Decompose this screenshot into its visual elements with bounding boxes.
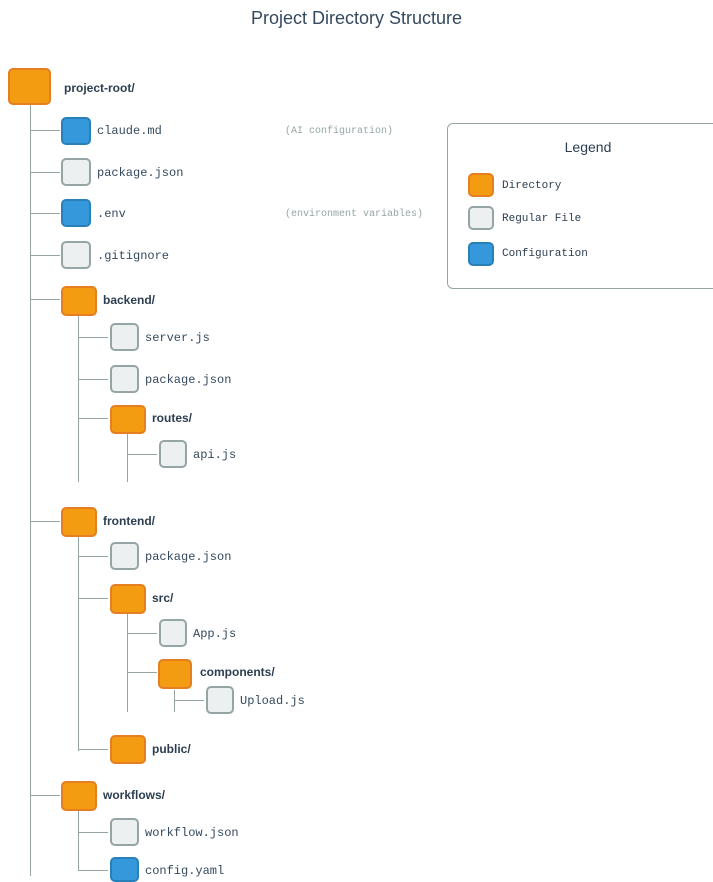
tree-label-backend[interactable]: backend/: [103, 293, 156, 307]
legend-label-configuration: Configuration: [502, 248, 588, 260]
tree-connector: [30, 299, 60, 300]
tree-connector: [127, 614, 128, 712]
file-icon[interactable]: [110, 542, 139, 570]
tree-label-project-root[interactable]: project-root/: [64, 81, 135, 95]
tree-label-app-js[interactable]: App.js: [193, 627, 237, 641]
config-file-icon[interactable]: [61, 199, 91, 227]
tree-label-server-js[interactable]: server.js: [145, 331, 210, 345]
tree-connector: [174, 700, 204, 701]
tree-label-frontend[interactable]: frontend/: [103, 514, 155, 528]
tree-connector: [78, 316, 79, 482]
tree-connector: [78, 379, 108, 380]
tree-label-backend-package-json[interactable]: package.json: [145, 373, 232, 387]
legend-label-regular-file: Regular File: [502, 213, 582, 225]
folder-icon[interactable]: [8, 68, 51, 105]
tree-connector: [30, 521, 60, 522]
file-icon[interactable]: [110, 323, 139, 351]
diagram-title: Project Directory Structure: [250, 8, 463, 28]
file-icon[interactable]: [61, 241, 91, 269]
tree-label-config-yaml[interactable]: config.yaml: [145, 864, 225, 878]
tree-label-workflow-json[interactable]: workflow.json: [145, 826, 239, 840]
tree-connector: [78, 870, 108, 871]
tree-connector: [78, 811, 79, 871]
tree-connector: [174, 690, 175, 712]
file-icon[interactable]: [206, 686, 234, 714]
tree-connector: [78, 832, 108, 833]
tree-label-workflows[interactable]: workflows/: [103, 788, 166, 802]
tree-connector: [78, 749, 108, 750]
tree-label-public[interactable]: public/: [152, 742, 191, 756]
tree-connector: [127, 454, 157, 455]
legend-panel: Legend Directory Regular File Configurat…: [447, 123, 713, 289]
tree-label-claude-md[interactable]: claude.md: [97, 124, 162, 138]
tree-label-gitignore[interactable]: .gitignore: [97, 249, 170, 263]
legend-label-directory: Directory: [502, 180, 562, 192]
folder-icon[interactable]: [61, 286, 97, 316]
file-icon[interactable]: [159, 619, 187, 647]
tree-connector: [30, 172, 60, 173]
folder-icon[interactable]: [110, 405, 146, 434]
config-file-icon[interactable]: [61, 117, 91, 145]
tree-connector: [127, 672, 157, 673]
folder-icon[interactable]: [110, 584, 146, 614]
annotation-env-vars: (environment variables): [285, 209, 424, 220]
tree-connector: [30, 255, 60, 256]
folder-icon[interactable]: [61, 507, 97, 537]
tree-connector: [127, 434, 128, 482]
tree-connector: [30, 795, 60, 796]
file-icon[interactable]: [61, 158, 91, 186]
tree-connector: [78, 598, 108, 599]
tree-connector: [78, 337, 108, 338]
tree-label-src[interactable]: src/: [152, 591, 174, 605]
file-icon[interactable]: [159, 440, 187, 468]
folder-icon[interactable]: [158, 659, 192, 689]
annotation-ai-config: (AI configuration): [285, 126, 394, 137]
tree-label-upload-js[interactable]: Upload.js: [240, 694, 305, 708]
file-icon[interactable]: [110, 365, 139, 393]
config-file-icon[interactable]: [110, 857, 139, 882]
tree-label-package-json[interactable]: package.json: [97, 166, 184, 180]
legend-title: Legend: [564, 139, 612, 155]
folder-icon[interactable]: [61, 781, 97, 811]
tree-label-components[interactable]: components/: [200, 665, 275, 679]
tree-connector: [127, 633, 157, 634]
legend-directory-swatch-icon: [468, 173, 494, 197]
tree-label-api-js[interactable]: api.js: [193, 448, 237, 462]
tree-label-env[interactable]: .env: [97, 207, 126, 221]
tree-connector: [78, 418, 108, 419]
tree-connector: [78, 556, 108, 557]
tree-label-frontend-package-json[interactable]: package.json: [145, 550, 232, 564]
folder-icon[interactable]: [110, 735, 146, 764]
tree-connector: [78, 537, 79, 751]
legend-file-swatch-icon: [468, 206, 494, 230]
tree-connector: [30, 130, 60, 131]
tree-connector: [30, 213, 60, 214]
tree-connector: [30, 104, 31, 876]
file-icon[interactable]: [110, 818, 139, 846]
tree-label-routes[interactable]: routes/: [152, 411, 193, 425]
legend-config-swatch-icon: [468, 242, 494, 266]
